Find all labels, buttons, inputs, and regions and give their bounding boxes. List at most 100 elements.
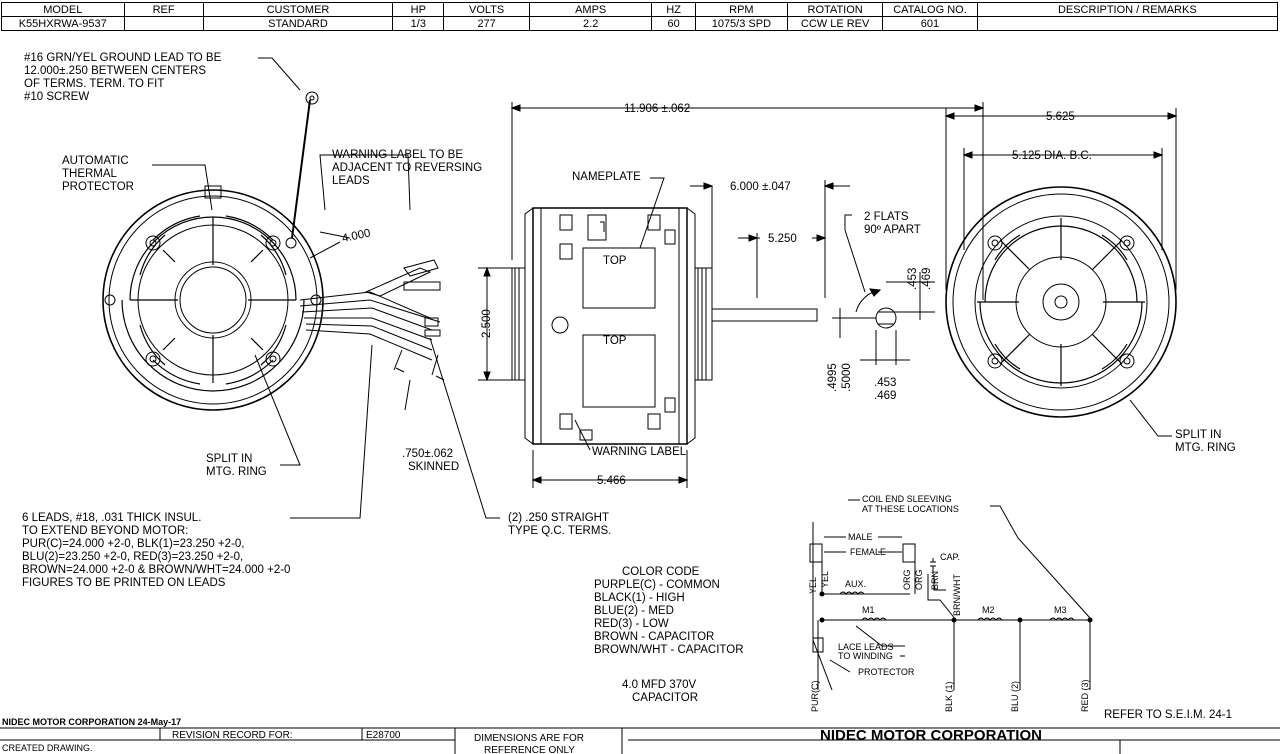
- note-qc-2: TYPE Q.C. TERMS.: [508, 525, 611, 537]
- col-model: MODEL: [1, 2, 125, 17]
- note-refer: REFER TO S.E.I.M. 24-1: [1104, 709, 1232, 721]
- left-end-view: [102, 91, 441, 411]
- col-description: DESCRIPTION / REMARKS: [976, 2, 1279, 17]
- dim-flat-a: .453: [907, 268, 919, 290]
- cell-hp: 1/3: [392, 16, 445, 31]
- color-code-brown: BROWN - CAPACITOR: [594, 631, 714, 643]
- note-warning-3: LEADS: [332, 175, 370, 187]
- note-flats-2: 90º APART: [864, 224, 921, 236]
- title-company-date: NIDEC MOTOR CORPORATION 24-May-17: [2, 717, 181, 727]
- dim-bolt-circle: 5.125 DIA. B.C.: [1012, 150, 1092, 162]
- spec-data-row: K55HXRWA-9537 STANDARD 1/3 277 2.2 60 10…: [1, 16, 1279, 31]
- wire-org-2: ORG: [914, 569, 924, 590]
- note-ground-1: #16 GRN/YEL GROUND LEAD TO BE: [24, 52, 222, 64]
- note-split-left-2: MTG. RING: [206, 466, 267, 478]
- wire-brnwht: BRN/WHT: [952, 574, 962, 616]
- note-split-right-2: MTG. RING: [1175, 442, 1236, 454]
- dim-mount-ring: 5.625: [1046, 111, 1075, 123]
- note-coil-1: COIL END SLEEVING: [862, 494, 952, 504]
- note-leads-6: FIGURES TO BE PRINTED ON LEADS: [22, 577, 226, 589]
- label-warning: WARNING LABEL: [592, 446, 687, 458]
- color-code-brownwht: BROWN/WHT - CAPACITOR: [594, 644, 744, 656]
- wire-red: RED (3): [1080, 679, 1090, 712]
- dim-body-length: 5.466: [597, 475, 626, 487]
- label-nameplate: NAMEPLATE: [572, 171, 641, 183]
- dim-height: 2.500: [481, 309, 493, 338]
- title-dims-note-1: DIMENSIONS ARE FOR: [474, 733, 584, 744]
- wire-aux: AUX.: [845, 579, 866, 589]
- wire-blu: BLU (2): [1010, 681, 1020, 712]
- dim-radius: 4.000: [341, 227, 372, 245]
- title-revision-record: REVISION RECORD FOR:: [172, 730, 293, 741]
- dim-flat-b: .469: [921, 268, 933, 290]
- spec-table: MODEL REF CUSTOMER HP VOLTS AMPS HZ RPM …: [1, 2, 1279, 31]
- drawing-text: #16 GRN/YEL GROUND LEAD TO BE 12.000±.25…: [2, 52, 1236, 754]
- wire-yel-2: YEL: [820, 571, 830, 588]
- color-code-title: COLOR CODE: [622, 566, 700, 578]
- dim-shaft-a: .4995: [827, 363, 839, 392]
- wire-blk: BLK (1): [944, 681, 954, 712]
- title-block: [0, 727, 1280, 754]
- note-split-left-1: SPLIT IN: [206, 453, 252, 465]
- note-warning-2: ADJACENT TO REVERSING: [332, 162, 482, 174]
- note-qc-1: (2) .250 STRAIGHT: [508, 512, 609, 524]
- dim-shaft-b: .5000: [841, 363, 853, 392]
- dim-shaft-length: 6.000 ±.047: [730, 181, 791, 193]
- col-hz: HZ: [651, 2, 696, 17]
- wire-lace-2: TO WINDING: [838, 651, 893, 661]
- wire-cap: CAP.: [940, 552, 960, 562]
- note-skinned-2: SKINNED: [408, 461, 459, 473]
- wire-pur: PUR(C): [810, 681, 820, 713]
- wiring-diagram: [809, 499, 1093, 691]
- note-coil-2: AT THESE LOCATIONS: [862, 504, 959, 514]
- cell-volts: 277: [443, 16, 530, 31]
- note-leads-5: BROWN=24.000 +2-0 & BROWN/WHT=24.000 +2-…: [22, 564, 290, 576]
- color-code-black: BLACK(1) - HIGH: [594, 592, 685, 604]
- title-dims-note-2: REFERENCE ONLY: [484, 745, 575, 754]
- shaft-detail: [832, 214, 935, 365]
- note-ground-2: 12.000±.250 BETWEEN CENTERS: [24, 65, 206, 77]
- wire-male: MALE: [848, 532, 873, 542]
- note-leads-3: PUR(C)=24.000 +2-0, BLK(1)=23.250 +2-0,: [22, 538, 244, 550]
- wire-lace-1: LACE LEADS: [838, 642, 894, 652]
- label-top-2: TOP: [603, 335, 627, 347]
- wire-m2: M2: [982, 605, 995, 615]
- cell-catalog: 601: [882, 16, 978, 31]
- cell-ref: [123, 16, 204, 31]
- note-leads-4: BLU(2)=23.250 +2-0, RED(3)=23.250 +2-0,: [22, 551, 243, 563]
- color-code-red: RED(3) - LOW: [594, 618, 669, 630]
- cell-description: [976, 16, 1279, 31]
- note-ground-3: OF TERMS. TERM. TO FIT: [24, 78, 164, 90]
- col-amps: AMPS: [528, 2, 653, 17]
- cell-rpm: 1075/3 SPD: [694, 16, 788, 31]
- note-flats-1: 2 FLATS: [864, 211, 909, 223]
- cell-customer: STANDARD: [202, 16, 394, 31]
- wire-brn: BRN: [930, 571, 940, 590]
- leader-lines: [152, 57, 500, 519]
- capacitor-2: CAPACITOR: [632, 692, 698, 704]
- wire-protector: PROTECTOR: [858, 667, 915, 677]
- note-leads-2: TO EXTEND BEYOND MOTOR:: [22, 525, 188, 537]
- note-thermal-1: AUTOMATIC: [62, 155, 129, 167]
- col-rotation: ROTATION: [786, 2, 884, 17]
- cell-rotation: CCW LE REV: [786, 16, 884, 31]
- side-view: [478, 102, 985, 488]
- right-end-view: [944, 108, 1178, 437]
- dim-total-length: 11.906 ±.062: [624, 103, 690, 115]
- color-code-purple: PURPLE(C) - COMMON: [594, 579, 720, 591]
- wire-m3: M3: [1054, 605, 1067, 615]
- note-skinned-1: .750±.062: [402, 448, 453, 460]
- color-code-blue: BLUE(2) - MED: [594, 605, 674, 617]
- wire-yel-1: YEL: [808, 577, 818, 594]
- col-customer: CUSTOMER: [202, 2, 394, 17]
- note-leads-1: 6 LEADS, #18, .031 THICK INSUL.: [22, 512, 201, 524]
- note-warning-1: WARNING LABEL TO BE: [332, 149, 463, 161]
- label-top-1: TOP: [603, 255, 627, 267]
- capacitor-1: 4.0 MFD 370V: [622, 679, 696, 691]
- dim-5250: 5.250: [768, 233, 797, 245]
- col-volts: VOLTS: [443, 2, 530, 17]
- wire-female: FEMALE: [850, 547, 886, 557]
- title-company: NIDEC MOTOR CORPORATION: [820, 727, 1042, 744]
